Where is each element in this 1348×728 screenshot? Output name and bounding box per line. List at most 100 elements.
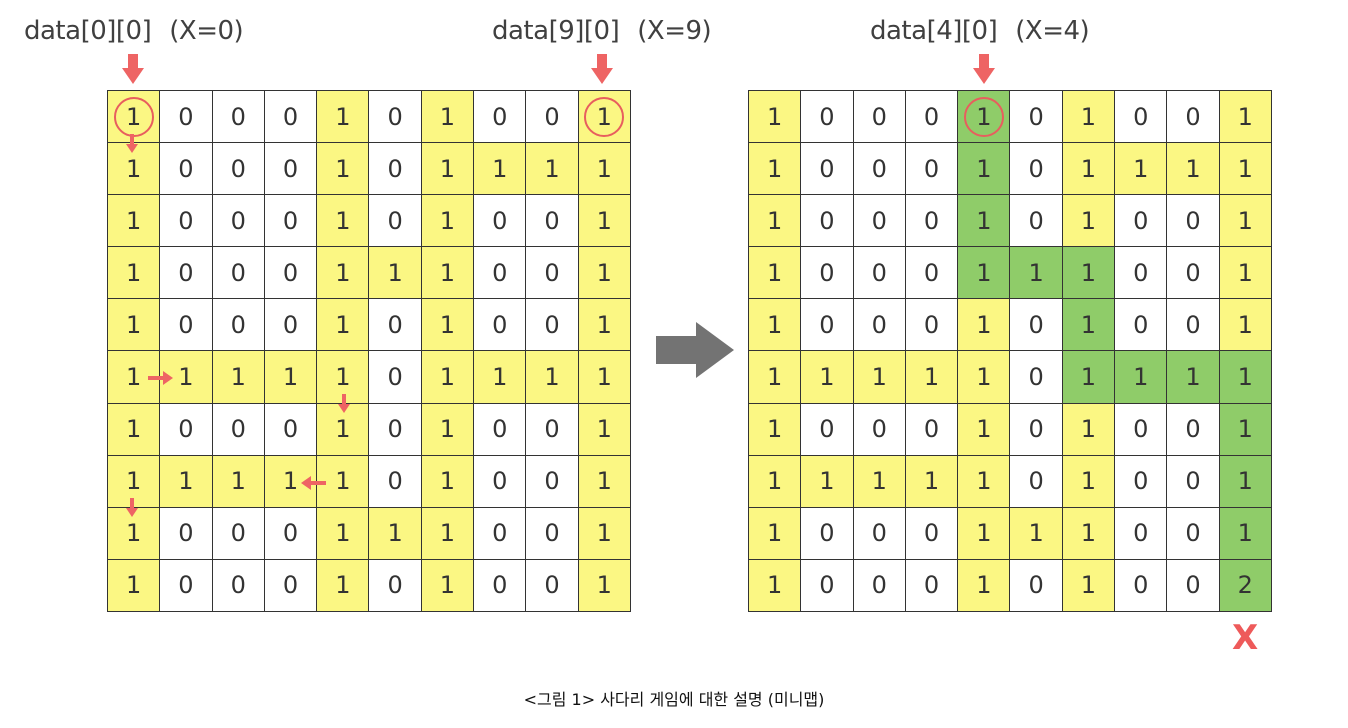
cell-value: 1 — [976, 467, 992, 496]
cell-value: 1 — [767, 363, 783, 392]
left-grid-cell: 1 — [369, 247, 422, 300]
cell-value: 1 — [1237, 519, 1253, 548]
right-grid-cell: 1 — [1219, 91, 1272, 144]
cell-value: 1 — [335, 363, 351, 392]
left-grid-cell: 1 — [474, 143, 527, 196]
right-grid-cell: 1 — [801, 351, 854, 404]
cell-value: 0 — [282, 571, 299, 600]
left-grid-cell: 1 — [160, 455, 213, 508]
cell-value: 1 — [871, 363, 887, 392]
cell-value: 0 — [923, 310, 940, 339]
left-grid-cell: 1 — [108, 559, 161, 612]
cell-value: 1 — [976, 415, 992, 444]
right-grid-cell: 1 — [853, 351, 906, 404]
cell-value: 1 — [596, 363, 612, 392]
right-start-label-text: data[4][0] — [870, 16, 998, 46]
right-grid-cell: 0 — [1115, 507, 1168, 560]
right-grid-cell: 1 — [749, 403, 802, 456]
left-grid-cell: 1 — [578, 559, 631, 612]
left-grid-cell: 1 — [421, 299, 475, 352]
cell-value: 1 — [1028, 258, 1044, 287]
cell-value: 0 — [230, 571, 246, 600]
left-grid-cell: 1 — [421, 507, 475, 560]
cell-value: 1 — [1080, 102, 1097, 131]
cell-value: 1 — [1237, 154, 1253, 183]
cell-value: 0 — [230, 154, 246, 183]
cell-value: 0 — [819, 571, 835, 600]
cell-value: 1 — [439, 206, 456, 235]
right-grid-cell: 0 — [1115, 455, 1168, 508]
right-grid-cell: 1 — [749, 143, 802, 196]
right-grid-cell: 0 — [905, 195, 959, 248]
cell-value: 0 — [923, 102, 940, 131]
cell-value: 0 — [387, 467, 403, 496]
cell-value: 1 — [1237, 363, 1253, 392]
left-grid-cell: 0 — [526, 559, 579, 612]
cell-value: 0 — [544, 467, 560, 496]
left-start-down-arrow-icon — [122, 54, 144, 86]
left-grid-cell: 0 — [264, 91, 318, 144]
cell-value: 0 — [923, 154, 940, 183]
cell-value: 1 — [767, 415, 783, 444]
right-grid-cell: 0 — [1167, 91, 1220, 144]
cell-value: 1 — [439, 571, 456, 600]
cell-value: 0 — [819, 102, 835, 131]
left-end-label-text: data[9][0] — [492, 16, 620, 46]
right-grid-cell: 0 — [801, 403, 854, 456]
cell-value: 0 — [819, 258, 835, 287]
cell-value: 0 — [387, 363, 403, 392]
cell-value: 0 — [871, 102, 887, 131]
cell-value: 0 — [544, 519, 560, 548]
cell-value: 1 — [1237, 467, 1253, 496]
right-grid-cell: 0 — [853, 247, 906, 300]
cell-value: 0 — [387, 571, 403, 600]
left-grid-cell: 0 — [526, 91, 579, 144]
cell-value: 0 — [819, 310, 835, 339]
cell-value: 1 — [335, 310, 351, 339]
cell-value: 1 — [1237, 102, 1253, 131]
left-grid-cell: 1 — [421, 195, 475, 248]
cell-value: 0 — [178, 519, 194, 548]
right-grid-cell: 0 — [801, 247, 854, 300]
right-grid-cell: 1 — [958, 91, 1011, 144]
left-grid-cell: 1 — [317, 299, 370, 352]
left-grid-cell: 1 — [421, 247, 475, 300]
cell-value: 1 — [126, 258, 142, 287]
left-grid-cell: 0 — [264, 247, 318, 300]
cell-value: 1 — [596, 310, 612, 339]
cell-value: 1 — [1028, 519, 1044, 548]
right-grid-cell: 1 — [749, 299, 802, 352]
cell-value: 1 — [178, 467, 194, 496]
cell-value: 0 — [1028, 415, 1044, 444]
cell-value: 1 — [1080, 415, 1097, 444]
left-grid-cell: 0 — [526, 507, 579, 560]
right-grid-cell: 1 — [1219, 507, 1272, 560]
left-grid-cell: 0 — [264, 143, 318, 196]
right-grid-cell: 1 — [1062, 455, 1116, 508]
cell-value: 0 — [1028, 571, 1044, 600]
right-grid-cell: 0 — [905, 507, 959, 560]
left-grid-cell: 1 — [578, 195, 631, 248]
left-grid-cell: 0 — [212, 507, 265, 560]
cell-value: 1 — [492, 154, 508, 183]
left-grid-cell: 1 — [421, 143, 475, 196]
cell-value: 0 — [1133, 102, 1149, 131]
cell-value: 1 — [871, 467, 887, 496]
right-grid-cell: 1 — [1219, 299, 1272, 352]
left-grid-cell: 1 — [108, 299, 161, 352]
left-grid-cell: 0 — [526, 299, 579, 352]
cell-value: 1 — [1080, 467, 1097, 496]
cell-value: 0 — [819, 206, 835, 235]
cell-value: 0 — [178, 154, 194, 183]
left-grid-cell: 0 — [369, 403, 422, 456]
right-grid-cell: 1 — [1219, 195, 1272, 248]
cell-value: 1 — [1080, 571, 1097, 600]
right-grid-cell: 1 — [1062, 403, 1116, 456]
right-grid-cell: 1 — [958, 247, 1011, 300]
cell-value: 1 — [767, 310, 783, 339]
cell-value: 0 — [819, 519, 835, 548]
right-grid-cell: 0 — [1010, 91, 1063, 144]
left-grid-cell: 0 — [369, 143, 422, 196]
right-grid-cell: 0 — [801, 91, 854, 144]
left-grid-cell: 1 — [264, 351, 318, 404]
